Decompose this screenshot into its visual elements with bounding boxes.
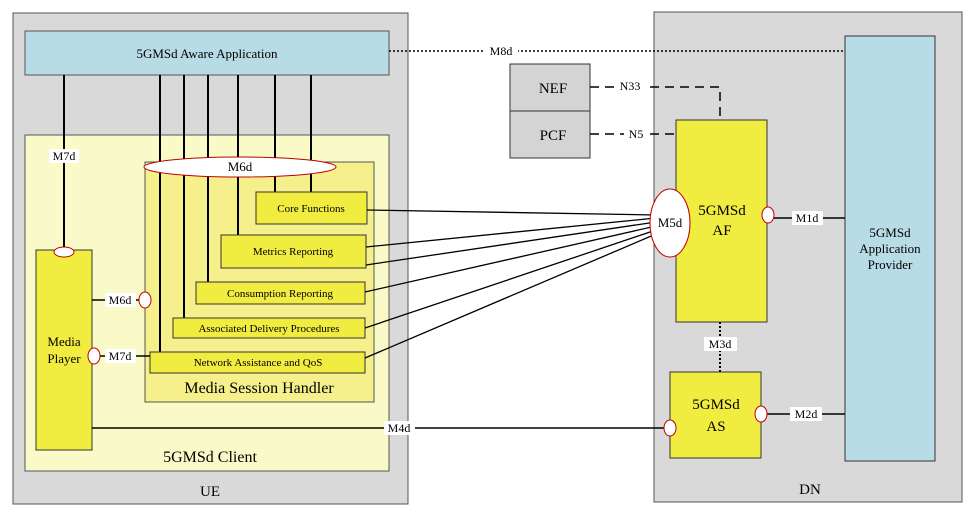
dn-label: DN bbox=[799, 482, 821, 498]
media-player-label-line1: Media bbox=[47, 334, 80, 349]
m5d-ellipse bbox=[649, 188, 691, 258]
provider-label-line2: Application bbox=[859, 241, 921, 256]
pcf-box bbox=[509, 110, 591, 159]
m7d-left-label-bg bbox=[105, 349, 136, 363]
m7d-left-label: M7d bbox=[109, 349, 132, 363]
aware-app-links bbox=[63, 75, 312, 352]
m4d-label-bg bbox=[384, 421, 415, 435]
5gmsd-client-label: 5GMSd Client bbox=[163, 449, 257, 466]
network-assistance-qos-label: Network Assistance and QoS bbox=[194, 357, 323, 369]
m7d-top-label: M7d bbox=[53, 149, 76, 163]
m5d-links bbox=[364, 209, 657, 359]
provider-label-line1: 5GMSd bbox=[869, 225, 911, 240]
m7d-top-label-bg bbox=[49, 149, 79, 163]
af-m1d-port bbox=[761, 206, 775, 224]
ue-label: UE bbox=[200, 484, 220, 500]
consumption-reporting-label: Consumption Reporting bbox=[227, 288, 334, 300]
pcf-label: PCF bbox=[540, 128, 567, 144]
core-functions-box bbox=[255, 191, 368, 225]
n5-label-bg bbox=[624, 127, 648, 141]
provider-label-line3: Provider bbox=[868, 257, 913, 272]
metrics-reporting-box bbox=[220, 234, 367, 269]
m6d-ellipse bbox=[143, 156, 337, 178]
msh-m6d-port bbox=[138, 291, 152, 309]
m6d-top-label: M6d bbox=[228, 159, 253, 174]
n33-label-bg bbox=[614, 79, 646, 93]
5gmsd-af-box bbox=[675, 119, 768, 323]
nef-label: NEF bbox=[539, 81, 567, 97]
as-m2d-port bbox=[754, 405, 768, 423]
5gmsd-af-label-line1: 5GMSd bbox=[698, 203, 746, 219]
network-assistance-qos-box bbox=[149, 351, 366, 374]
media-session-handler-label: Media Session Handler bbox=[184, 380, 334, 397]
5gmsd-aware-application-box bbox=[24, 30, 390, 76]
m2d-label: M2d bbox=[795, 407, 818, 421]
5gmsd-application-provider-box bbox=[844, 35, 936, 462]
m3d-label: M3d bbox=[709, 337, 732, 351]
m3d-label-bg bbox=[704, 337, 737, 351]
5gmsd-as-box bbox=[669, 371, 762, 459]
n5-label: N5 bbox=[629, 127, 644, 141]
m4d-label: M4d bbox=[388, 421, 411, 435]
associated-delivery-procedures-label: Associated Delivery Procedures bbox=[198, 323, 339, 335]
m6d-left-label: M6d bbox=[109, 293, 132, 307]
m6d-left-label-bg bbox=[105, 293, 136, 307]
metrics-reporting-label: Metrics Reporting bbox=[253, 246, 334, 258]
m1d-label: M1d bbox=[796, 211, 819, 225]
5gmsd-as-label-line1: 5GMSd bbox=[692, 397, 740, 413]
m2d-label-bg bbox=[790, 407, 822, 421]
n33-link bbox=[590, 86, 721, 120]
n33-label: N33 bbox=[620, 79, 641, 93]
media-player-m7d-port bbox=[87, 347, 101, 365]
m1d-label-bg bbox=[792, 211, 823, 225]
m5d-label: M5d bbox=[658, 215, 683, 230]
nef-box bbox=[509, 63, 591, 112]
media-player-top-port bbox=[53, 246, 75, 258]
5gmsd-aware-application-label: 5GMSd Aware Application bbox=[136, 46, 278, 61]
core-functions-label: Core Functions bbox=[277, 203, 345, 215]
m8d-label-bg bbox=[484, 44, 518, 58]
media-player-box bbox=[35, 249, 93, 451]
5gmsd-af-label-line2: AF bbox=[712, 223, 731, 239]
5gmsd-as-label-line2: AS bbox=[706, 419, 725, 435]
media-player-label-line2: Player bbox=[47, 351, 81, 366]
as-m4d-port bbox=[663, 419, 677, 437]
m8d-label: M8d bbox=[490, 44, 513, 58]
consumption-reporting-box bbox=[195, 281, 366, 305]
